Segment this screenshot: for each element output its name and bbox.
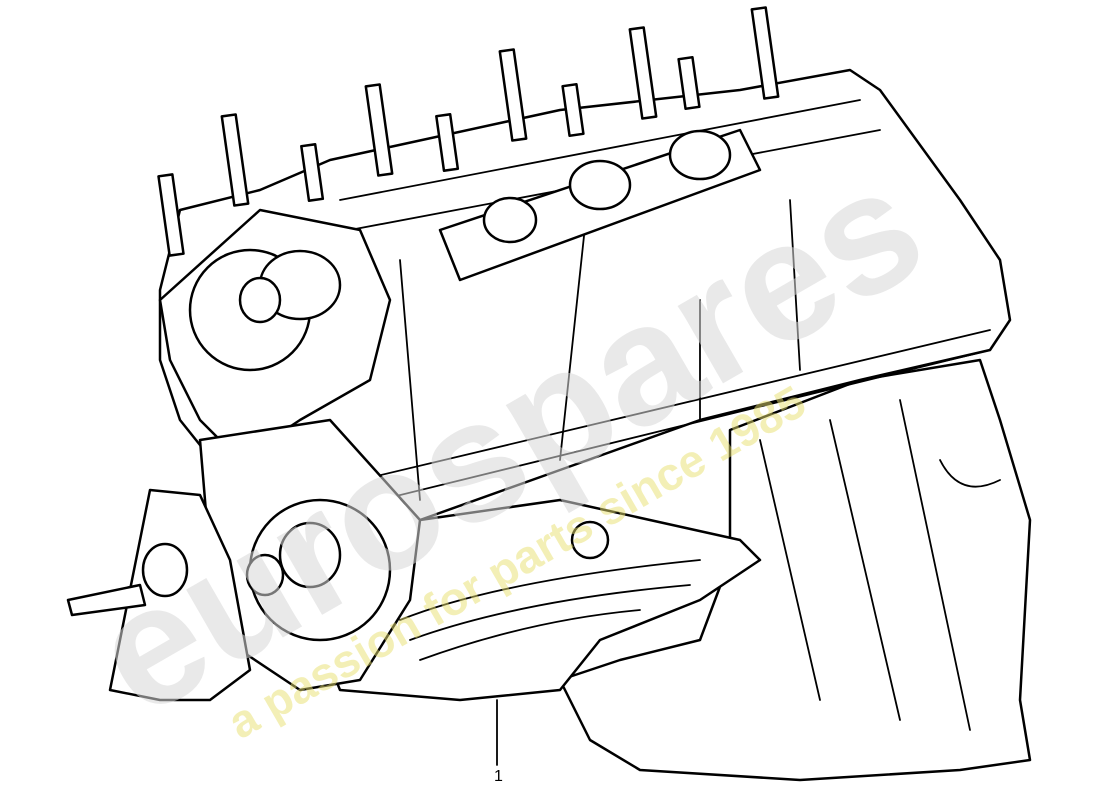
- bracket: [108, 488, 252, 702]
- callout-label-1: 1: [494, 768, 503, 785]
- oil-pan: [558, 358, 1032, 782]
- fitting: [66, 583, 147, 617]
- bolt-boss: [570, 520, 610, 560]
- cylinder-studs: [157, 6, 780, 257]
